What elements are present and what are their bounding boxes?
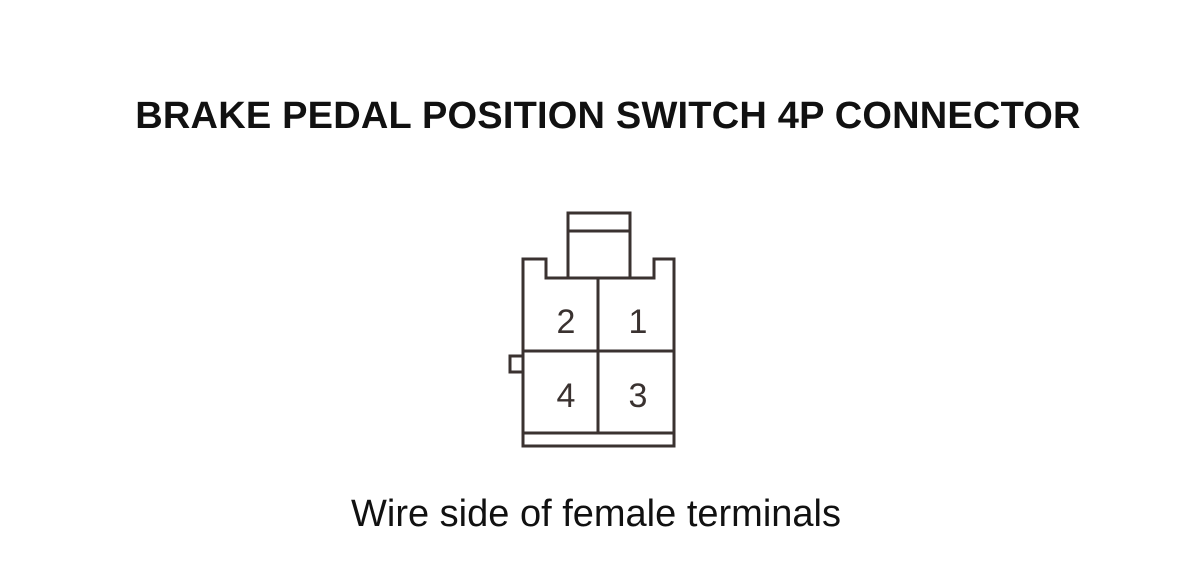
terminal-2-label: 2 xyxy=(557,303,576,341)
terminal-4-label: 4 xyxy=(557,377,576,415)
connector-lock-tab xyxy=(566,211,632,280)
connector-diagram: 2 1 4 3 xyxy=(500,200,700,460)
connector-housing xyxy=(521,257,676,448)
connector-drawing: 2 1 4 3 xyxy=(508,211,676,448)
terminal-1-label: 1 xyxy=(629,303,648,341)
connector-title: BRAKE PEDAL POSITION SWITCH 4P CONNECTOR xyxy=(135,95,1081,137)
connector-caption: Wire side of female terminals xyxy=(351,493,841,535)
connector-side-key xyxy=(508,354,525,374)
terminal-3-label: 3 xyxy=(629,377,648,415)
